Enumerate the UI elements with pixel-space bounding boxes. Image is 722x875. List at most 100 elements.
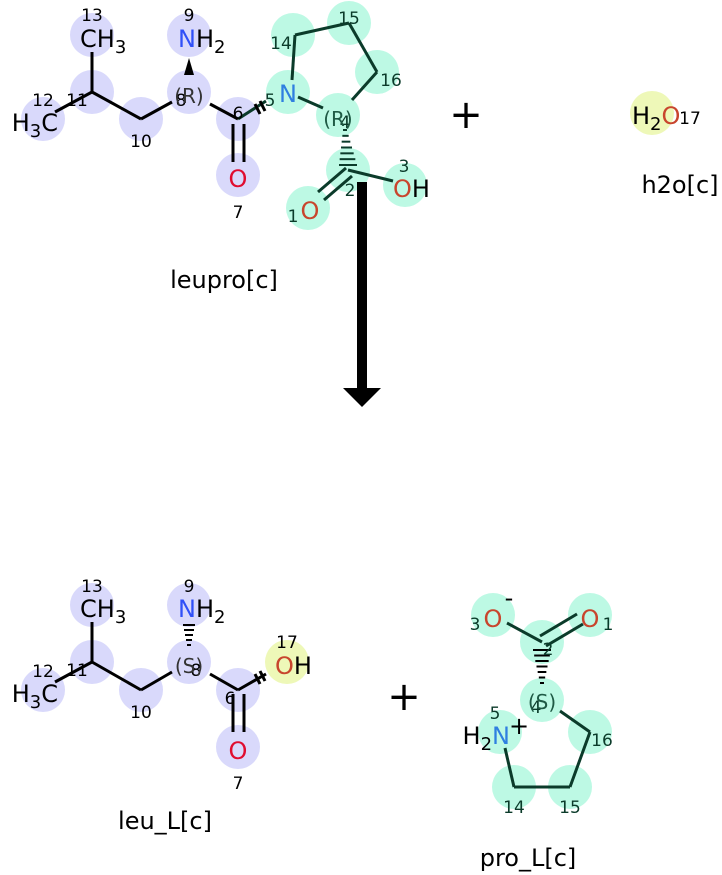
atom-highlight-leupro-4 (316, 93, 360, 137)
atom-label: H2N (463, 722, 510, 755)
charge-label: - (505, 584, 514, 612)
charge-label: + (509, 712, 529, 740)
atom-pro_L-3: O3- (470, 584, 514, 635)
bond (290, 34, 297, 81)
stereo-label: (R) (323, 107, 353, 131)
atom-index: 7 (233, 774, 244, 794)
stereo-label: (S) (528, 690, 556, 714)
atom-leupro-16: 16 (380, 71, 402, 91)
atom-index: 2 (543, 640, 554, 660)
atom-highlight-leu_L-9 (167, 583, 211, 627)
atom-highlight-leupro-14 (271, 13, 315, 57)
atom-index: 6 (233, 104, 244, 124)
atom-highlight-leupro-13 (70, 13, 114, 57)
atom-pro_L-15: 15 (559, 798, 581, 818)
double-bond (323, 174, 353, 202)
bond-layer (54, 21, 592, 789)
bond (294, 21, 350, 37)
atom-label: CH3 (80, 25, 126, 58)
atom-highlight-leu_L-13 (70, 583, 114, 627)
atom-index: 9 (184, 577, 195, 597)
plus-sign-products: + (387, 674, 421, 720)
atom-label: OH (275, 652, 312, 680)
atom-index: 11 (66, 661, 88, 681)
bond (140, 670, 173, 692)
atom-leu_L-7: O7 (229, 737, 248, 794)
atom-index: 4 (531, 698, 542, 718)
atom-index: 15 (338, 9, 360, 29)
bond (140, 100, 173, 121)
atom-leu_L-10: 10 (130, 703, 152, 723)
atom-pro_L-2: 2 (543, 640, 554, 660)
atom-leupro-11: 11 (66, 91, 88, 111)
atom-leupro-4: 4(R) (323, 107, 353, 133)
atom-pro_L-14: 14 (503, 798, 525, 818)
atom-leupro-5: N5 (265, 80, 297, 111)
atom-index: 12 (32, 91, 54, 111)
atom-leu_L-11: 11 (66, 661, 88, 681)
atom-label: OH (393, 175, 430, 203)
atom-leu_L-8: 8(S) (175, 654, 203, 681)
bond (503, 747, 516, 788)
atom-index: 14 (270, 34, 292, 54)
atom-highlight-pro_L-5 (478, 710, 522, 754)
atom-index: 16 (591, 731, 613, 751)
bond (347, 22, 379, 73)
atom-index: 17 (276, 633, 298, 653)
atom-highlight-leu_L-8 (167, 640, 211, 684)
atom-pro_L-4: 4(S) (528, 690, 556, 718)
atom-leu_L-6: 6 (225, 689, 236, 709)
atom-label: H2O (632, 102, 680, 135)
atom-index: 11 (66, 91, 88, 111)
atom-index: 16 (380, 71, 402, 91)
atom-label: NH2 (178, 595, 225, 628)
bond-cross-mark (253, 673, 262, 685)
atom-index: 3 (470, 615, 481, 635)
atom-leupro-8: 8(R) (174, 84, 204, 111)
atom-index: 8 (176, 91, 187, 111)
double-bond (317, 166, 347, 194)
atom-index: 13 (81, 6, 103, 26)
atom-index: 2 (345, 181, 356, 201)
wedge-bond (184, 58, 194, 75)
atom-label: H3C (12, 680, 58, 713)
atom-pro_L-16: 16 (591, 731, 613, 751)
molecule-name-h2o: h2o[c] (641, 171, 718, 199)
atom-highlight-leu_L-7 (216, 725, 260, 769)
plus-sign-reactants: + (449, 92, 483, 138)
bond (347, 168, 394, 183)
bond-cross-mark (258, 100, 267, 112)
molecule-name-leupro: leupro[c] (170, 266, 278, 294)
atom-label: O (301, 197, 320, 225)
atom-index: 12 (32, 662, 54, 682)
atom-highlight-leupro-5 (266, 70, 310, 114)
atom-highlight-pro_L-4 (520, 678, 564, 722)
atom-label: O (229, 165, 248, 193)
atom-leupro-6: 6 (233, 104, 244, 124)
atom-highlight-leu_L-12 (21, 668, 65, 712)
bond (91, 660, 142, 692)
atom-index: 10 (130, 132, 152, 152)
bond-cross-mark (253, 103, 262, 115)
atom-index: 15 (559, 798, 581, 818)
bond (209, 102, 239, 121)
atom-leupro-1: O1 (288, 197, 320, 227)
atom-leupro-10: 10 (130, 132, 152, 152)
atom-index: 5 (265, 91, 276, 111)
bond (297, 95, 324, 110)
bond (54, 90, 93, 114)
atom-index: 10 (130, 703, 152, 723)
atom-highlight-leupro-12 (21, 97, 65, 141)
atom-label: NH2 (178, 25, 225, 58)
atom-index: 5 (490, 704, 501, 724)
atom-index: 9 (184, 6, 195, 26)
atom-label: O (581, 605, 600, 633)
